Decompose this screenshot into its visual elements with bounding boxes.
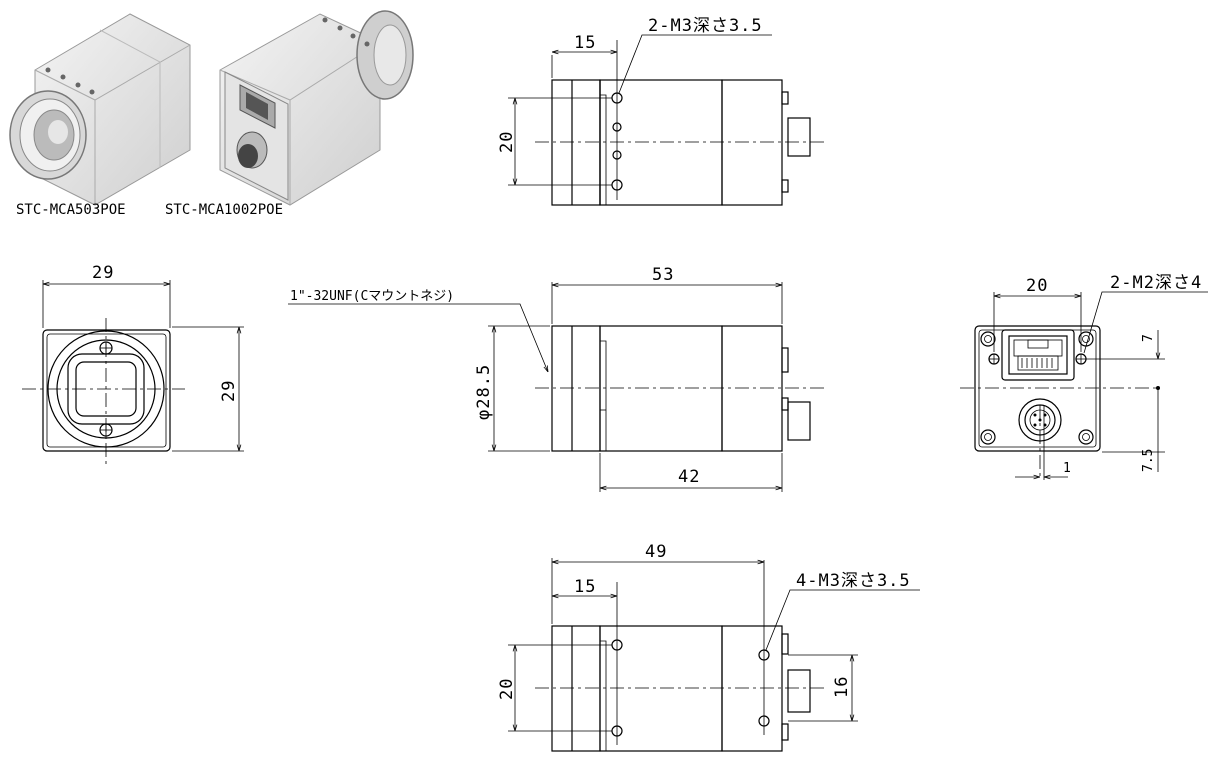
dim-rear-20: 20 [1026,276,1048,296]
dim-front-29-height: 29 [219,380,239,402]
dim-top-15: 15 [574,33,596,53]
dim-top-20: 20 [497,131,517,153]
dim-bottom-49: 49 [645,542,667,562]
dim-rear-7-5: 7.5 [1141,449,1156,472]
caption-model-b: STC-MCA1002POE [165,202,283,218]
rear-view [960,291,1208,480]
side-view [288,282,825,492]
dim-rear-7: 7 [1141,334,1156,342]
caption-model-a: STC-MCA503POE [16,202,126,218]
front-view [22,280,244,468]
dim-rear-1: 1 [1063,461,1071,476]
dim-side-mount-thread: 1"-32UNF(Cマウントネジ) [290,289,454,304]
dim-top-holes: 2-M3深さ3.5 [648,16,763,36]
dim-bottom-holes: 4-M3深さ3.5 [796,571,911,591]
dim-rear-holes: 2-M2深さ4 [1110,273,1202,293]
dim-bottom-20: 20 [497,678,517,700]
dim-bottom-15: 15 [574,577,596,597]
top-view [508,34,825,206]
camera-photo-front [9,13,191,206]
dim-side-diameter: φ28.5 [474,364,494,420]
dim-side-53: 53 [652,265,674,285]
dim-front-29-width: 29 [92,263,114,283]
dim-side-42: 42 [678,467,700,487]
dim-bottom-16: 16 [832,676,852,698]
camera-photo-rear [219,10,414,206]
bottom-view [508,558,920,752]
